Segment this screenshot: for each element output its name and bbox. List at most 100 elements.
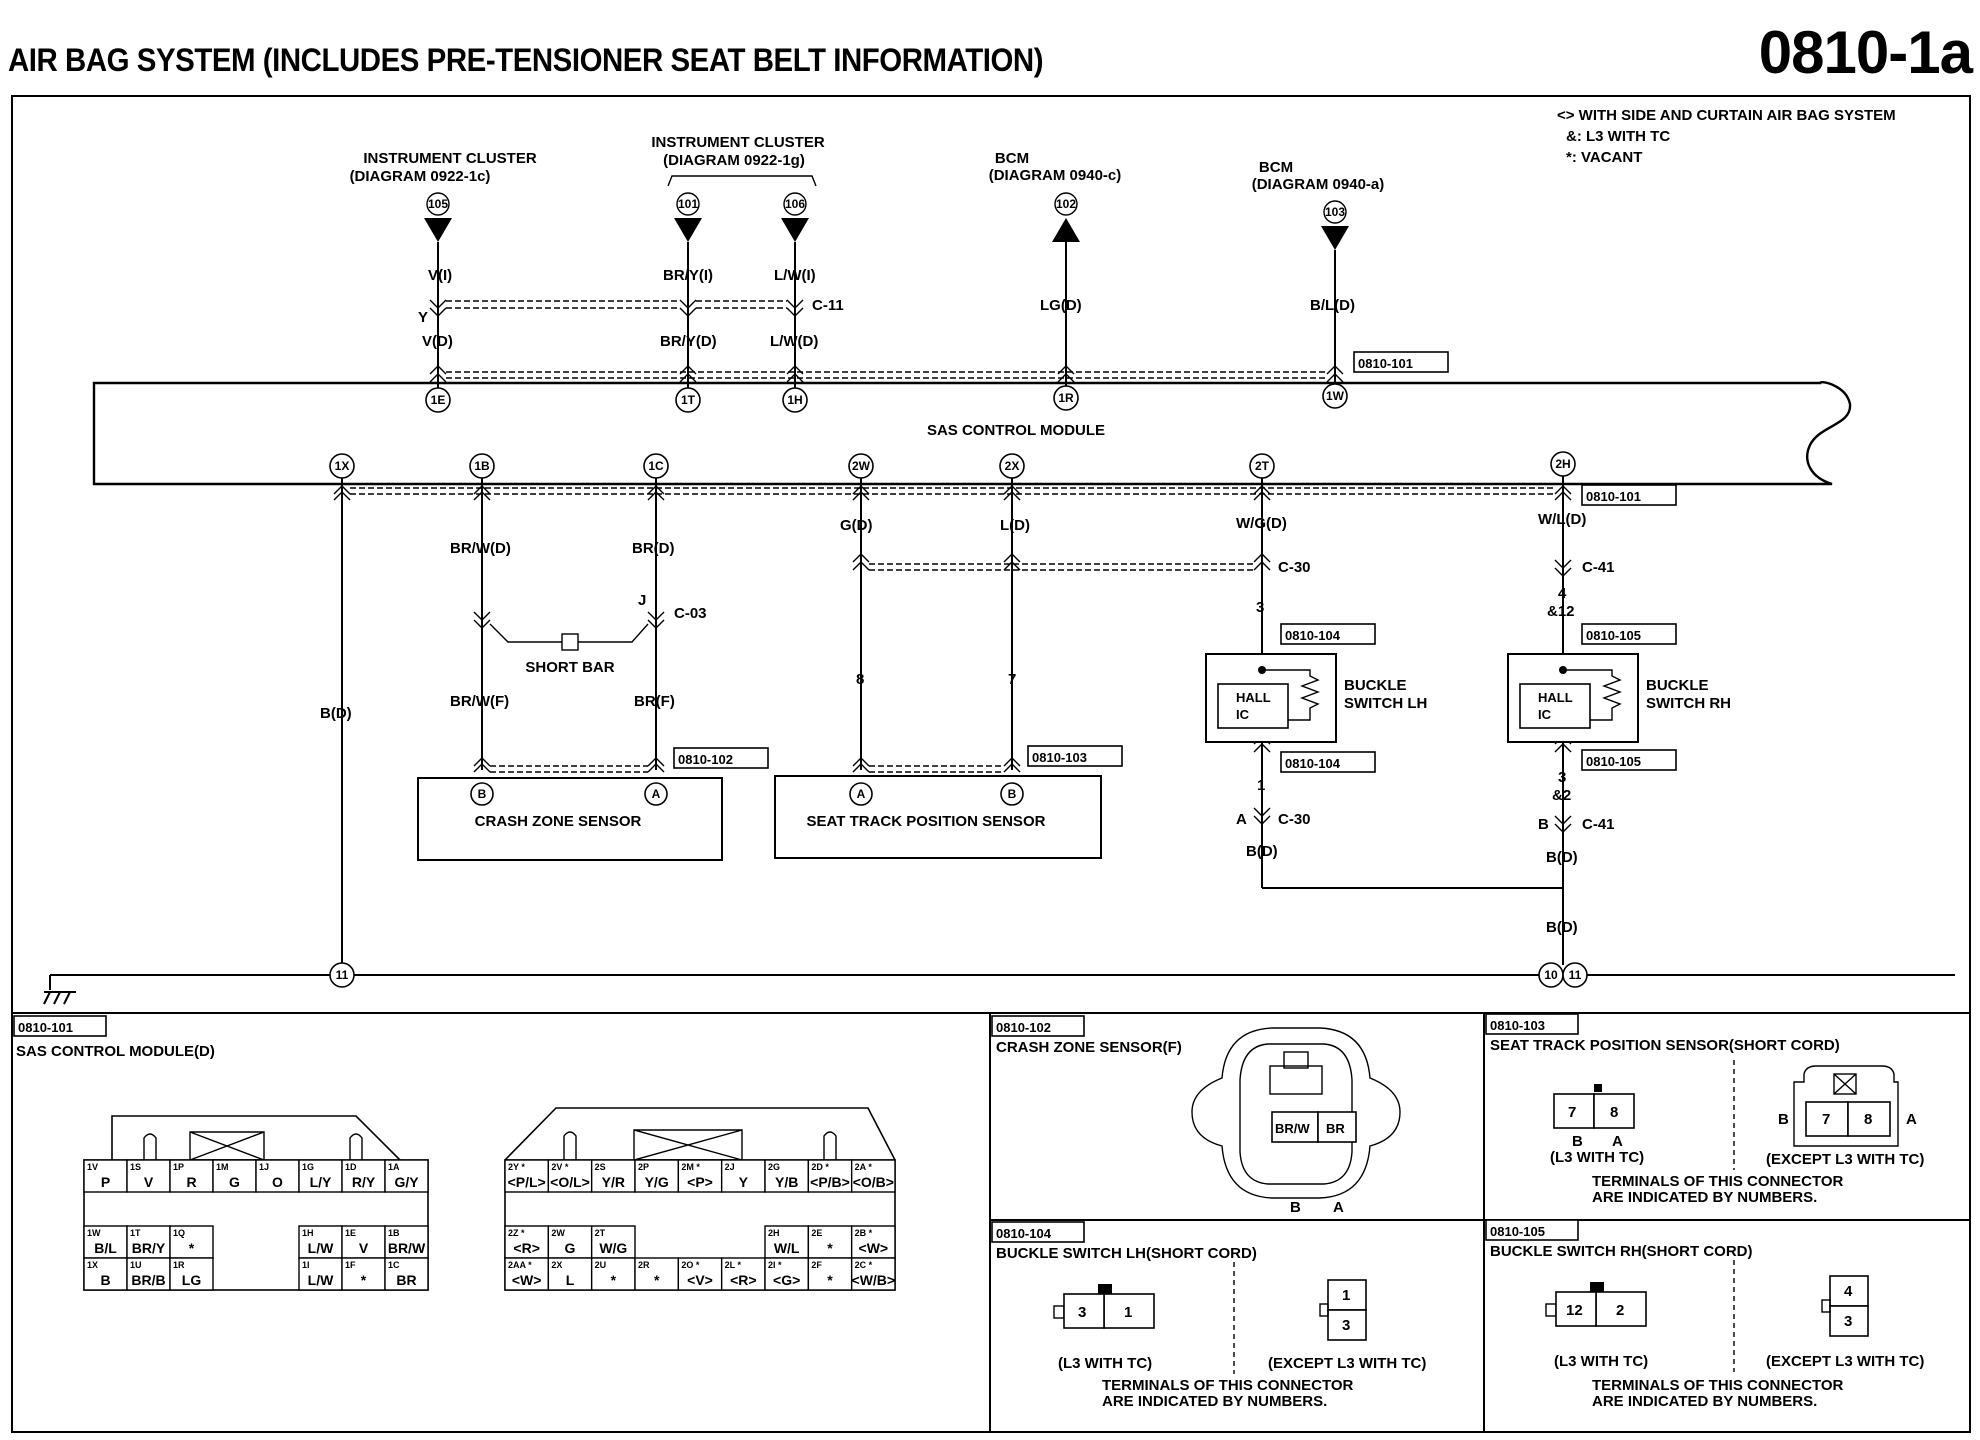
wire-color: <W/B> xyxy=(852,1272,896,1288)
pin-cell xyxy=(169,1225,214,1259)
wire-label: J xyxy=(638,592,646,609)
wire-color: G xyxy=(565,1240,576,1256)
ref-box: 0810-104 xyxy=(1285,628,1341,643)
pin-cell xyxy=(83,1159,128,1193)
pin-cell: 4 xyxy=(1844,1283,1853,1300)
pin-number: 2U xyxy=(595,1260,607,1270)
note: TERMINALS OF THIS CONNECTOR xyxy=(1102,1377,1354,1394)
arrow-up-icon xyxy=(1052,218,1080,242)
pin-number: 2P xyxy=(638,1162,649,1172)
wire-color: <V> xyxy=(687,1272,713,1288)
ground-label: 11 xyxy=(336,968,349,982)
pin-number: 2C * xyxy=(855,1260,873,1270)
pin-number: 1C xyxy=(388,1260,400,1270)
wire-color: <O/B> xyxy=(853,1174,894,1190)
pin-letter: B xyxy=(1572,1133,1583,1150)
wire-label: W/G(D) xyxy=(1236,515,1287,532)
wire-color: Y xyxy=(739,1174,749,1190)
pin-cell: 7 xyxy=(1822,1111,1830,1128)
pin-number: 1B xyxy=(388,1228,400,1238)
pin-cell xyxy=(547,1225,593,1259)
resistor-icon xyxy=(1563,669,1622,721)
wire-color: G xyxy=(229,1174,240,1190)
panel-ref: 0810-101 xyxy=(18,1020,73,1035)
pin-number: 1M xyxy=(216,1162,229,1172)
component-label: BUCKLE xyxy=(1344,677,1407,694)
ref-box: 0810-104 xyxy=(1285,756,1341,771)
panel-ref: 0810-103 xyxy=(1490,1018,1545,1033)
wire-color: BR/Y xyxy=(132,1240,166,1256)
pin-cell xyxy=(298,1225,343,1259)
caption: (L3 WITH TC) xyxy=(1554,1353,1648,1370)
caption: (L3 WITH TC) xyxy=(1058,1355,1152,1372)
pin-label: 102 xyxy=(1056,197,1076,211)
pin-cell xyxy=(341,1225,386,1259)
ground-bus: 11 10 11 xyxy=(43,962,1955,1005)
module-label: SAS CONTROL MODULE xyxy=(927,422,1105,439)
ext-diagram: (DIAGRAM 0922-1c) xyxy=(350,168,491,185)
pin-cell: 3 xyxy=(1078,1304,1086,1321)
ext-name: BCM xyxy=(1259,159,1293,176)
terminal-label: 2H xyxy=(1555,457,1570,471)
pin-number: 1H xyxy=(302,1228,314,1238)
wire-color: B xyxy=(100,1272,110,1288)
pin-number: 1X xyxy=(87,1260,98,1270)
ext-name: BCM xyxy=(995,150,1029,167)
pin-cell xyxy=(590,1159,636,1193)
wire-label: C-30 xyxy=(1278,811,1311,828)
pin-circle xyxy=(1054,192,1078,216)
buckle-switch-lh: 0810-104 HALL IC BUCKLE SWITCH LH 0810-1… xyxy=(1205,623,1427,773)
wire-label: 3 xyxy=(1256,599,1264,616)
arrow-down-icon xyxy=(1321,226,1349,250)
pin-cell xyxy=(384,1225,429,1259)
wire-color: <P> xyxy=(687,1174,713,1190)
pin-cell xyxy=(504,1159,550,1193)
latch-icon xyxy=(1833,1073,1857,1095)
panel-title: SEAT TRACK POSITION SENSOR(SHORT CORD) xyxy=(1490,1037,1840,1054)
pin-cell xyxy=(169,1159,214,1193)
pin-cell xyxy=(850,1159,896,1193)
pin-cell xyxy=(126,1257,171,1291)
external-ic1: INSTRUMENT CLUSTER (DIAGRAM 0922-1c) 105 xyxy=(350,150,537,242)
wire-label: Y xyxy=(418,309,428,326)
wire-label: BR/Y(D) xyxy=(660,333,717,350)
pin-cell: BR/W xyxy=(1275,1121,1310,1136)
legend-item: *: VACANT xyxy=(1566,149,1642,166)
terminal-label: 1T xyxy=(681,393,696,407)
pin-number: 1R xyxy=(173,1260,185,1270)
pin-label: 106 xyxy=(785,197,805,211)
pin-cell xyxy=(384,1159,429,1193)
wire-color: <R> xyxy=(513,1240,539,1256)
arrow-down-icon xyxy=(674,218,702,242)
sas-control-module: SAS CONTROL MODULE 1E 1T 1H 1R 1W 1X 1B … xyxy=(92,381,1852,486)
wire-color: Y/G xyxy=(645,1174,669,1190)
wire-label: L/W(D) xyxy=(770,333,818,350)
wire-label: SHORT BAR xyxy=(525,659,614,676)
pin-label: 101 xyxy=(678,197,698,211)
external-bcm2: BCM (DIAGRAM 0940-a) 103 xyxy=(1252,159,1384,250)
terminal-label: 1X xyxy=(335,459,350,473)
terminal-label: 1E xyxy=(431,393,446,407)
ref-box: 0810-101 xyxy=(1358,356,1413,371)
wire-color: Y/R xyxy=(602,1174,625,1190)
pin-letter: A xyxy=(1612,1133,1623,1150)
pin-label: B xyxy=(1008,787,1017,801)
panel-0810-102: 0810-102 CRASH ZONE SENSOR(F) BR/W BR B … xyxy=(991,1015,1401,1216)
pin-letter: A xyxy=(1906,1111,1917,1128)
wire-color: * xyxy=(654,1272,660,1288)
pin-cell xyxy=(634,1257,680,1291)
pin-number: 1G xyxy=(302,1162,314,1172)
wire-label: B(D) xyxy=(1546,849,1578,866)
pin-number: 2L * xyxy=(725,1260,742,1270)
pin-cell xyxy=(634,1159,680,1193)
note: TERMINALS OF THIS CONNECTOR xyxy=(1592,1173,1844,1190)
wire-color: R/Y xyxy=(352,1174,376,1190)
ref-box: 0810-102 xyxy=(678,752,733,767)
pin-number: 2J xyxy=(725,1162,735,1172)
wire-color: L/W xyxy=(308,1240,334,1256)
legend-item: &: L3 WITH TC xyxy=(1566,128,1670,145)
pin-cell: 8 xyxy=(1610,1104,1618,1121)
wire-color: W/G xyxy=(599,1240,627,1256)
wire-color: R xyxy=(186,1174,196,1190)
connector-hood xyxy=(504,1107,896,1161)
